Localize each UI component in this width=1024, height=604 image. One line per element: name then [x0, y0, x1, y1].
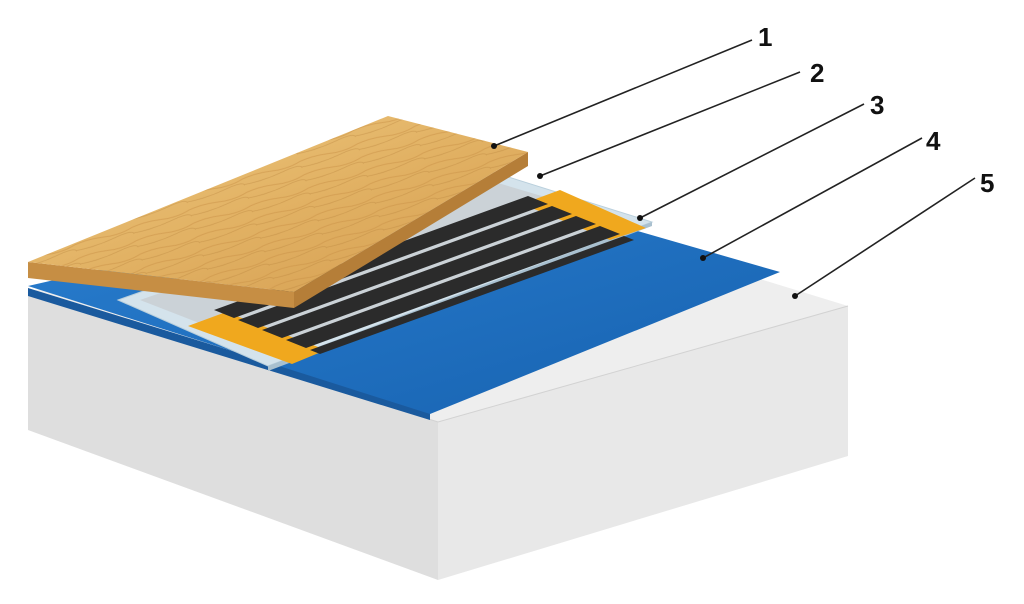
callout-leaders — [491, 39, 976, 299]
callout-label-5: 5 — [980, 168, 994, 198]
underlay-side-edge — [28, 288, 430, 420]
board-right-edge — [294, 152, 528, 308]
board-front-edge — [28, 262, 294, 308]
callout-label-3: 3 — [870, 90, 884, 120]
concrete-left-face — [28, 292, 438, 580]
copper-strip-right — [522, 190, 646, 240]
copper-strip-left — [188, 312, 326, 364]
callout-labels: 1 2 3 4 5 — [758, 22, 994, 198]
callout-label-2: 2 — [810, 58, 824, 88]
concrete-right-face — [438, 306, 848, 580]
callout-label-1: 1 — [758, 22, 772, 52]
laminate-board-layer — [28, 116, 528, 308]
callout-label-4: 4 — [926, 126, 941, 156]
